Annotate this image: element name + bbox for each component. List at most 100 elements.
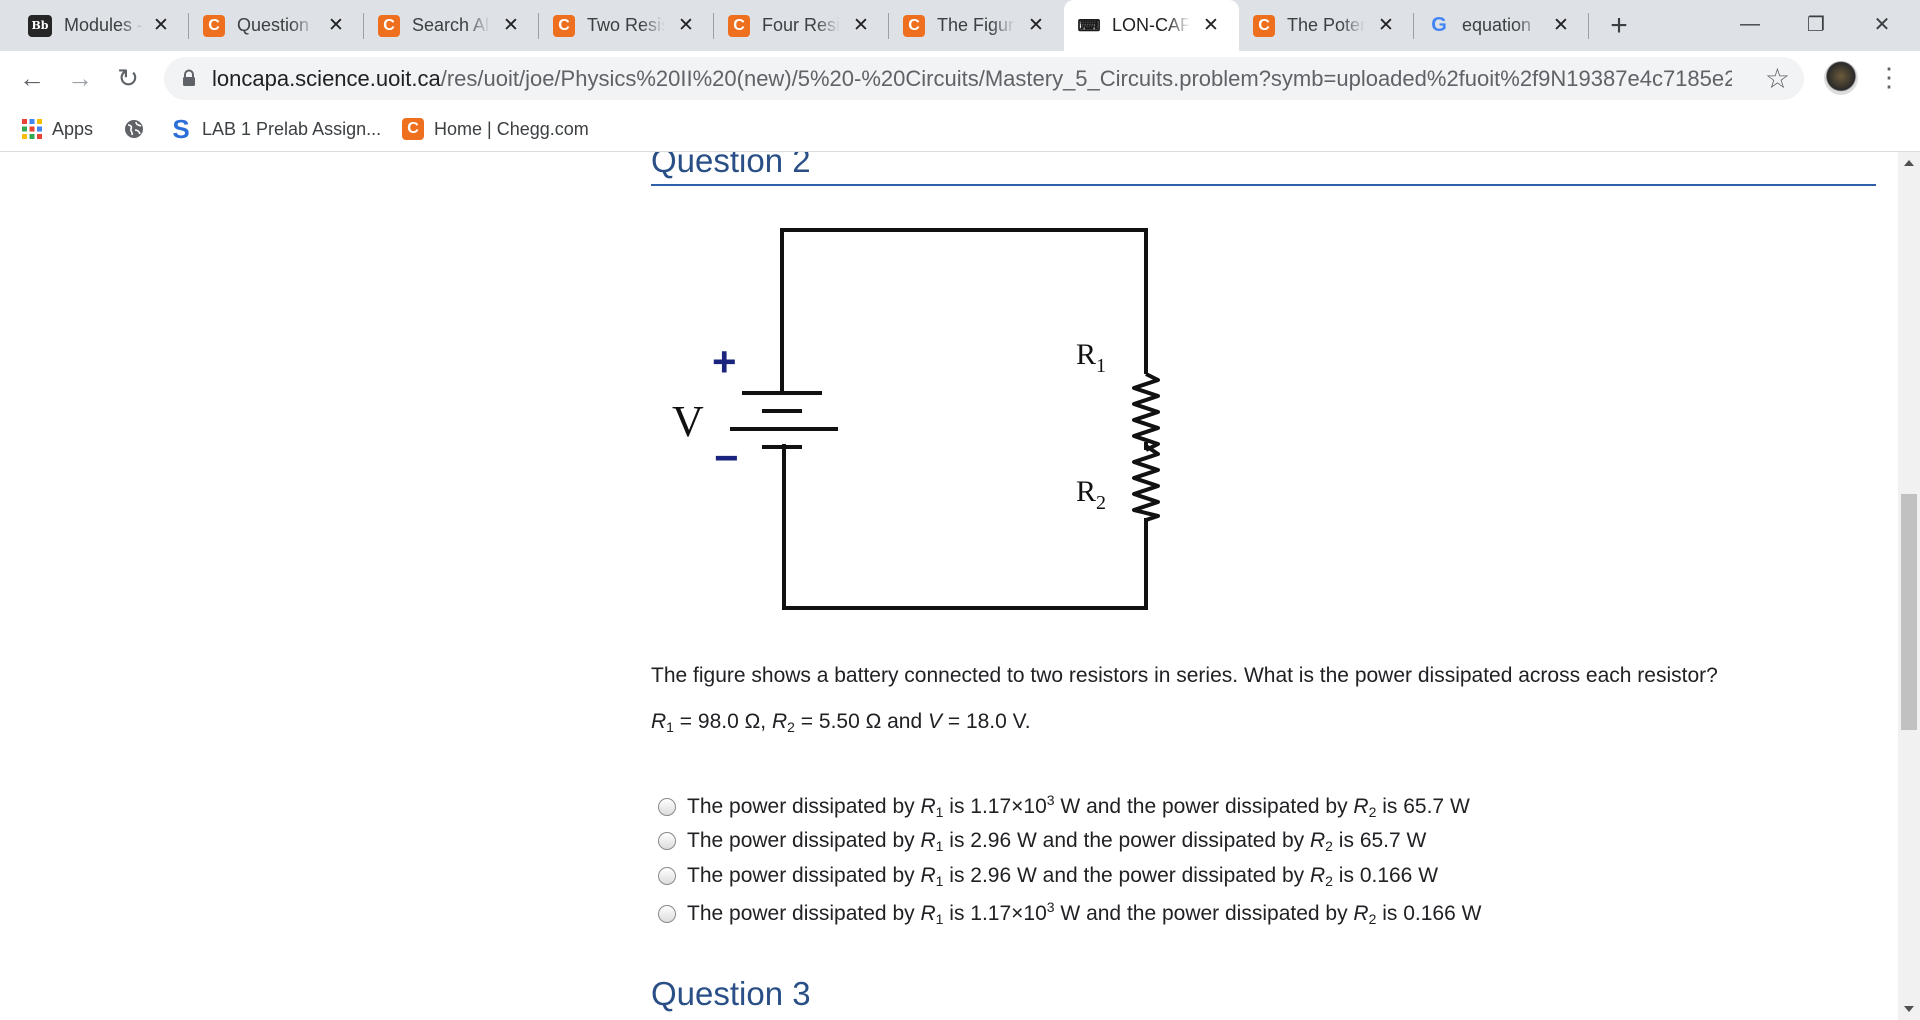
tab-close-icon[interactable]: ✕ <box>678 14 694 36</box>
tab-title: LON-CAPA <box>1112 15 1190 35</box>
bookmarks-bar: Apps S LAB 1 Prelab Assign... C Home | C… <box>0 106 1920 152</box>
option-label[interactable]: The power dissipated by R1 is 2.96 W and… <box>687 864 1438 888</box>
question-prompt: The figure shows a battery connected to … <box>651 664 1718 687</box>
radio-button[interactable] <box>658 832 676 850</box>
back-button[interactable]: ← <box>19 62 45 93</box>
radio-button[interactable] <box>658 867 676 885</box>
opt-var: R <box>1353 795 1369 818</box>
answer-option[interactable]: The power dissipated by R1 is 1.17×103 W… <box>658 792 1518 822</box>
opt-join: and the power dissipated by <box>1080 902 1354 925</box>
url-path: /res/uoit/joe/Physics%20II%20(new)/5%20-… <box>440 66 1732 91</box>
new-tab-button[interactable]: + <box>1610 9 1628 42</box>
minimize-button[interactable]: — <box>1740 12 1760 35</box>
opt-mid: is <box>1332 829 1360 852</box>
tab-modules[interactable]: Bb Modules - Blackboard ✕ <box>14 0 189 51</box>
tab-search-all[interactable]: C Search All ✕ <box>364 0 539 51</box>
opt-var: R <box>1310 864 1326 887</box>
chegg-icon: C <box>728 14 750 37</box>
opt-p1: 1.17×10 <box>970 795 1047 818</box>
chegg-icon: C <box>903 14 925 37</box>
tab-close-icon[interactable]: ✕ <box>328 14 344 36</box>
tab-close-icon[interactable]: ✕ <box>1378 14 1394 36</box>
browser-toolbar: ← → ↻ loncapa.science.uoit.ca/res/uoit/j… <box>0 51 1920 106</box>
opt-p1: 1.17×10 <box>970 902 1047 925</box>
address-bar[interactable]: loncapa.science.uoit.ca/res/uoit/joe/Phy… <box>164 57 1804 100</box>
opt-var: R <box>920 829 936 852</box>
tab-loncapa[interactable]: ⌨ LON-CAPA ✕ <box>1064 0 1239 51</box>
opt-mid: is <box>943 864 971 887</box>
profile-avatar[interactable] <box>1824 61 1858 95</box>
opt-var: R <box>1353 902 1369 925</box>
tab-close-icon[interactable]: ✕ <box>1203 14 1219 36</box>
opt-sub: 2 <box>1368 911 1377 927</box>
circuit-diagram: V + − R1 R2 <box>672 228 1160 610</box>
tab-close-icon[interactable]: ✕ <box>503 14 519 36</box>
close-window-button[interactable]: ✕ <box>1873 13 1891 36</box>
option-label[interactable]: The power dissipated by R1 is 1.17×103 W… <box>687 793 1470 820</box>
answer-option[interactable]: The power dissipated by R1 is 1.17×103 W… <box>658 899 1518 929</box>
browser-menu-icon[interactable]: ⋮ <box>1876 62 1902 92</box>
voltage-label: V <box>672 397 704 446</box>
v-var: V <box>928 710 943 733</box>
tab-four-resistors[interactable]: C Four Resistors ✕ <box>714 0 889 51</box>
resistor-r2 <box>1132 444 1160 522</box>
url-text[interactable]: loncapa.science.uoit.ca/res/uoit/joe/Phy… <box>212 66 1732 92</box>
radio-button[interactable] <box>658 905 676 923</box>
chegg-icon: C <box>402 118 424 140</box>
tab-question[interactable]: C Question ✕ <box>189 0 364 51</box>
tab-divider <box>363 13 364 39</box>
tab-close-icon[interactable]: ✕ <box>853 14 869 36</box>
tab-close-icon[interactable]: ✕ <box>1553 14 1569 36</box>
option-label[interactable]: The power dissipated by R1 is 2.96 W and… <box>687 829 1426 853</box>
opt-p1-exp: 3 <box>1046 899 1055 915</box>
tab-title: Question <box>237 15 310 35</box>
tab-divider <box>188 13 189 39</box>
bookmark-apps[interactable]: Apps <box>22 114 93 144</box>
bookmark-globe[interactable] <box>124 114 154 144</box>
lock-icon <box>183 69 195 86</box>
tab-divider <box>1413 13 1414 39</box>
scroll-down-arrow-icon[interactable] <box>1904 1006 1914 1012</box>
answer-option[interactable]: The power dissipated by R1 is 2.96 W and… <box>658 861 1518 891</box>
tab-divider <box>538 13 539 39</box>
opt-mid: is <box>1332 864 1360 887</box>
r2-subscript: 2 <box>1096 492 1106 514</box>
chegg-icon: C <box>553 14 575 37</box>
r1-letter: R <box>1076 338 1096 371</box>
tab-the-figure[interactable]: C The Figure ✕ <box>889 0 1064 51</box>
circuit-wire <box>782 444 1148 610</box>
tab-two-resistors[interactable]: C Two Resistors ✕ <box>539 0 714 51</box>
bookmark-chegg-home[interactable]: C Home | Chegg.com <box>402 114 589 144</box>
opt-mid: is <box>1376 795 1404 818</box>
opt-mid: is <box>1376 902 1404 925</box>
option-label[interactable]: The power dissipated by R1 is 1.17×103 W… <box>687 899 1481 927</box>
reload-button[interactable]: ↻ <box>117 62 139 93</box>
r2-sub: 2 <box>787 719 795 735</box>
tab-close-icon[interactable]: ✕ <box>153 14 169 36</box>
opt-var: R <box>920 795 936 818</box>
answer-option[interactable]: The power dissipated by R1 is 2.96 W and… <box>658 826 1518 856</box>
tab-equation[interactable]: G equation ✕ <box>1414 0 1589 51</box>
r1-sub: 1 <box>666 719 674 735</box>
scrollbar-thumb[interactable] <box>1901 494 1917 730</box>
page-scrollbar[interactable] <box>1898 152 1920 1020</box>
globe-icon <box>125 120 143 138</box>
opt-p1: 2.96 W <box>970 829 1037 852</box>
forward-button[interactable]: → <box>67 62 93 93</box>
tab-the-potential[interactable]: C The Potential ✕ <box>1239 0 1414 51</box>
r2-value: = 5.50 Ω and <box>794 710 928 733</box>
opt-lead: The power dissipated by <box>687 902 921 925</box>
bookmark-star-icon[interactable]: ☆ <box>1764 63 1790 94</box>
bookmark-lab1-prelab[interactable]: S LAB 1 Prelab Assign... <box>170 114 381 144</box>
tab-close-icon[interactable]: ✕ <box>1028 14 1044 36</box>
opt-var: R <box>920 902 936 925</box>
radio-button[interactable] <box>658 798 676 816</box>
opt-sub: 2 <box>1368 804 1377 820</box>
scroll-up-arrow-icon[interactable] <box>1904 160 1914 166</box>
opt-sub: 1 <box>935 804 944 820</box>
opt-join: and the power dissipated by <box>1036 864 1310 887</box>
question-3-heading: Question 3 <box>651 975 811 1012</box>
opt-unit: W <box>1054 902 1081 925</box>
r1-label: R1 <box>1076 338 1106 377</box>
restore-button[interactable]: ❐ <box>1807 13 1825 36</box>
